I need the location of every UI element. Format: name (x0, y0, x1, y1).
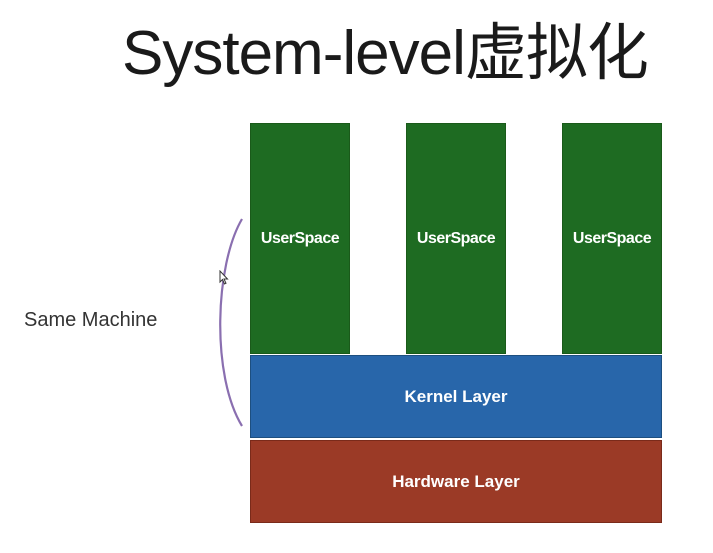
userspace-label-2: UserSpace (416, 229, 496, 247)
hardware-layer-label: Hardware Layer (392, 471, 520, 491)
hardware-layer-block: Hardware Layer (250, 440, 662, 523)
userspace-block-3: UserSpace (562, 123, 662, 354)
brace-curve (219, 218, 243, 427)
kernel-layer-label: Kernel Layer (404, 386, 508, 406)
userspace-label-1: UserSpace (260, 229, 340, 247)
kernel-layer-block: Kernel Layer (250, 355, 662, 438)
machine-brace (219, 218, 243, 427)
userspace-label-3: UserSpace (572, 229, 652, 247)
userspace-block-1: UserSpace (250, 123, 350, 354)
slide-title: System-level虚拟化 (122, 19, 649, 88)
mouse-cursor-icon (219, 270, 229, 285)
userspace-block-2: UserSpace (406, 123, 506, 354)
same-machine-label: Same Machine (24, 309, 158, 331)
